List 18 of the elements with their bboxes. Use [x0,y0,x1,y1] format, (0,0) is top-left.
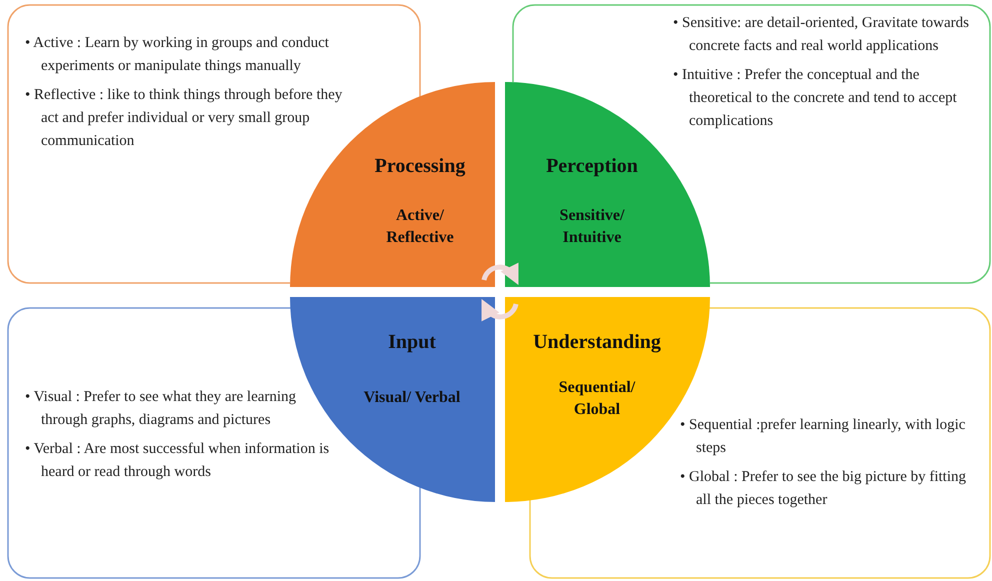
bullet-text: • Sequential :prefer learning linearly, with logic steps [680,416,966,458]
bullet-text: • Reflective : like to think things through before they act and prefer individual or very small group communication [25,86,344,151]
cycle-arrow [482,262,520,285]
quadrant-heading: Input [387,331,437,354]
quadrant-subtitle: Sequential/ Global [558,378,636,420]
cycle-arrow [480,299,518,322]
bullet-text: • Global : Prefer to see the big picture by fitting all the pieces together [680,468,968,510]
bullet-text: • Visual : Prefer to see what they are learning through graphs, diagrams and pictures [25,388,298,430]
quadrant-heading: Understanding [532,331,662,354]
bullet-text: • Verbal : Are most successful when information is heard or read through words [25,440,330,482]
bullet-text: • Intuitive : Prefer the conceptual and the theoretical to the concrete and tend to accept complications [673,66,958,131]
bullet-text: • Active : Learn by working in groups and conduct experiments or manipulate things manually [25,34,330,76]
quadrant-heading: Processing [374,155,466,178]
quadrant-heading: Perception [545,155,639,178]
quadrant-subtitle: Active/ Reflective [385,206,455,248]
quadrant-subtitle: Visual/ Verbal [362,388,462,408]
bullet-text: • Sensitive: are detail-oriented, Gravitate towards concrete facts and real world applications [673,14,970,56]
quadrant-subtitle: Sensitive/ Intuitive [558,206,626,248]
